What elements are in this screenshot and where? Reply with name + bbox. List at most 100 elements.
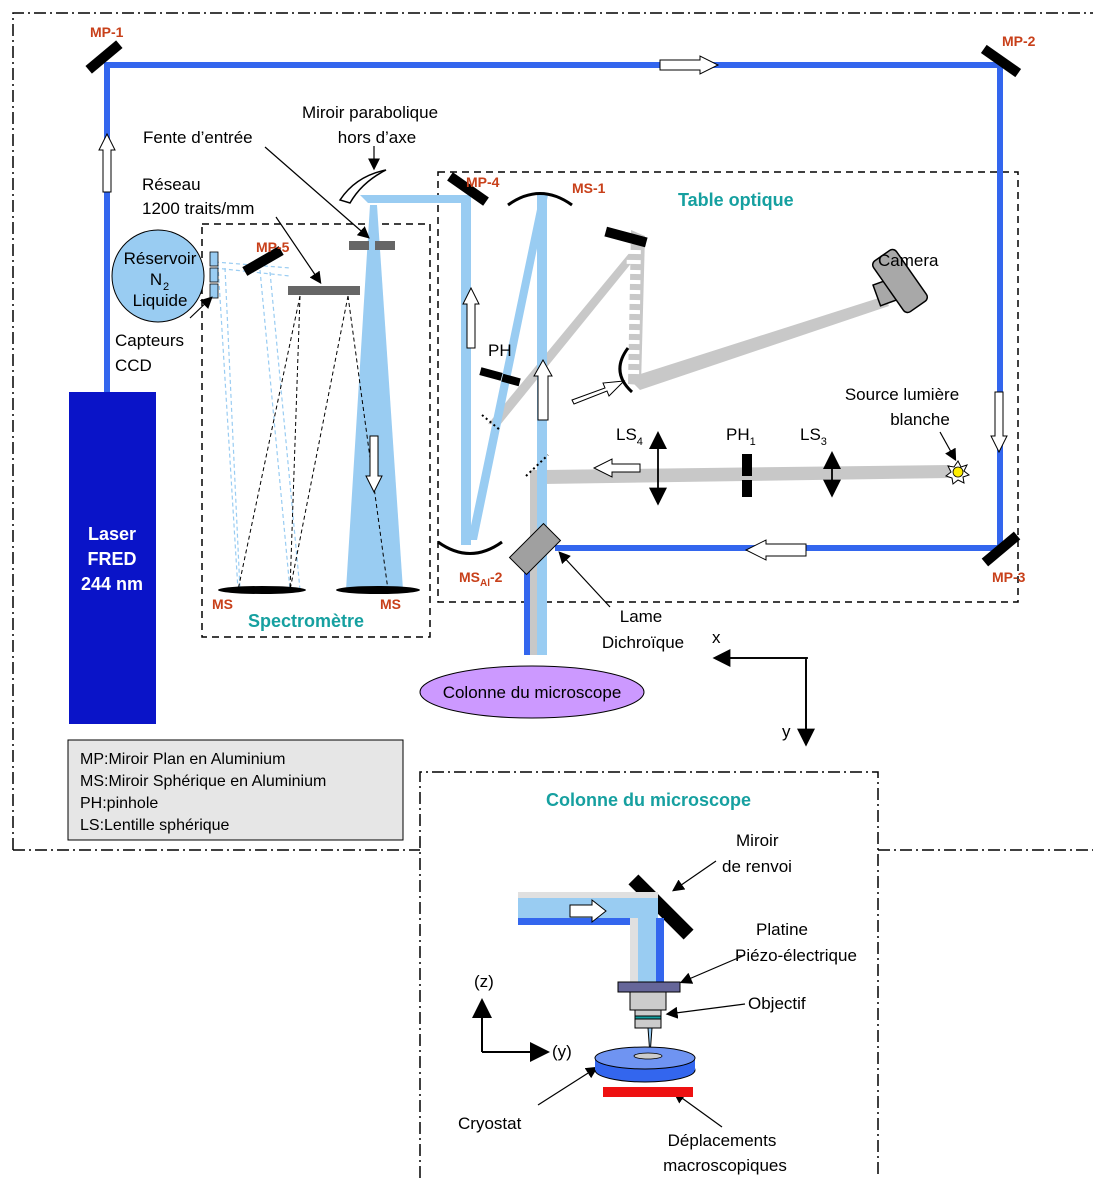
spectrometer-black-rays	[237, 295, 389, 591]
camera-spherical-mirror	[618, 347, 634, 394]
camera-dashed-beam	[625, 239, 641, 381]
beam-arrows	[98, 55, 1008, 561]
laser-beam-loop	[104, 62, 1003, 655]
lame-label-2: Dichroïque	[602, 633, 684, 652]
ph1-bottom	[742, 480, 752, 497]
mp1-label: MP-1	[90, 24, 124, 40]
light-blue-beams	[346, 195, 548, 655]
mp3-label: MP-3	[992, 569, 1026, 585]
ls3-label: LS3	[800, 425, 827, 448]
table-optique-title: Table optique	[678, 190, 794, 210]
mp2-mirror	[980, 44, 1022, 78]
optical-table-frame	[437, 171, 1019, 603]
fente-label: Fente d’entrée	[143, 128, 253, 147]
ms1-label: MS-1	[572, 180, 606, 196]
deplacements-label-2: macroscopiques	[663, 1156, 787, 1175]
legend-mp: MP:Miroir Plan en Aluminium	[80, 751, 285, 768]
grey-beams	[488, 230, 950, 655]
mp5-label: MP-5	[256, 239, 290, 255]
mp2-label: MP-2	[1002, 33, 1036, 49]
renvoi-label-2: de renvoi	[722, 857, 792, 876]
camera-icon	[871, 248, 929, 314]
ms-right-mirror	[336, 586, 420, 594]
mp4-label: MP-4	[466, 174, 500, 190]
platine-label-1: Platine	[756, 920, 808, 939]
cryostat	[594, 1046, 696, 1083]
ms-al2-mirror	[437, 540, 503, 555]
camera-mirror	[604, 226, 648, 248]
objectif-label: Objectif	[748, 994, 806, 1013]
white-light-source-icon	[944, 460, 971, 485]
n2-reservoir	[111, 229, 205, 323]
laser-source	[69, 392, 156, 724]
ph1-label: PH1	[726, 425, 756, 448]
xy-axes	[716, 657, 807, 740]
laser-label-1: Laser	[88, 524, 136, 544]
entrance-slit	[349, 241, 395, 250]
pinhole-top	[479, 367, 503, 381]
capteurs-label-1: Capteurs	[115, 331, 184, 350]
cryostat-label: Cryostat	[458, 1114, 522, 1133]
pinhole-label: PH	[488, 341, 512, 360]
microscope-beams	[518, 892, 664, 983]
pointer-arrows	[189, 146, 957, 1128]
ph1-top	[742, 454, 752, 476]
legend-ls: LS:Lentille sphérique	[80, 817, 230, 834]
reservoir-label-n-sub: 2	[163, 281, 169, 293]
ccd-sensor	[209, 251, 219, 299]
parabolic-label-1: Miroir parabolique	[302, 103, 438, 122]
objective-lens	[629, 991, 667, 1056]
reseau-label-2: 1200 traits/mm	[142, 199, 254, 218]
ms-left-label: MS	[212, 596, 233, 612]
dichroic-plate	[508, 522, 562, 576]
lame-label-1: Lame	[620, 607, 663, 626]
beamsplitters	[481, 414, 549, 477]
legend-box	[67, 739, 404, 841]
reservoir-label-n: N	[150, 270, 162, 289]
ls4-label: LS4	[616, 425, 643, 448]
camera-label: Camera	[878, 251, 939, 270]
laser-label-2: FRED	[88, 549, 137, 569]
plane-mirrors	[85, 40, 1022, 940]
colonne-ellipse-label: Colonne du microscope	[443, 683, 622, 702]
miroir-renvoi	[628, 874, 694, 940]
reservoir-label-3: Liquide	[133, 291, 188, 310]
platine-label-2: Piézo-électrique	[735, 946, 857, 965]
pinhole-bottom	[501, 373, 521, 387]
microscope-frame	[419, 771, 879, 1178]
spectrometer-rays	[214, 261, 301, 591]
source-label-1: Source lumière	[845, 385, 959, 404]
mp4-mirror	[447, 172, 489, 206]
reservoir-label-1: Réservoir	[124, 249, 197, 268]
microscope-column-ellipse	[419, 665, 645, 719]
ms-right-label: MS	[380, 596, 401, 612]
mp3-mirror	[981, 531, 1021, 567]
grating	[288, 286, 360, 295]
spectrometre-title: Spectromètre	[248, 611, 364, 631]
colonne-title: Colonne du microscope	[546, 790, 751, 810]
axis-y2-label: (y)	[552, 1042, 572, 1061]
parabolic-mirror	[338, 169, 387, 204]
axis-z2-label: (z)	[474, 972, 494, 991]
mp1-mirror	[85, 40, 123, 74]
renvoi-label-1: Miroir	[736, 831, 779, 850]
laser-label-3: 244 nm	[81, 574, 143, 594]
ms1-mirror	[507, 192, 573, 207]
deplacements-label-1: Déplacements	[668, 1131, 777, 1150]
legend-ph: PH:pinhole	[80, 795, 158, 812]
legend-ms: MS:Miroir Sphérique en Aluminium	[80, 773, 326, 790]
piezo-stage	[617, 981, 681, 993]
capteurs-label-2: CCD	[115, 356, 152, 375]
spectrometer-frame	[201, 223, 431, 638]
spectrometer-mirrors	[218, 586, 420, 594]
axis-y-label: y	[782, 722, 791, 741]
macroscopic-stage	[603, 1087, 693, 1097]
outer-frame	[12, 12, 1093, 851]
parabolic-label-2: hors d’axe	[338, 128, 416, 147]
axis-x-label: x	[712, 628, 721, 647]
ms-left-mirror	[218, 586, 306, 594]
source-label-2: blanche	[890, 410, 950, 429]
ms-al2-label: MSAl-2	[459, 569, 503, 589]
spherical-mirrors	[437, 192, 634, 555]
